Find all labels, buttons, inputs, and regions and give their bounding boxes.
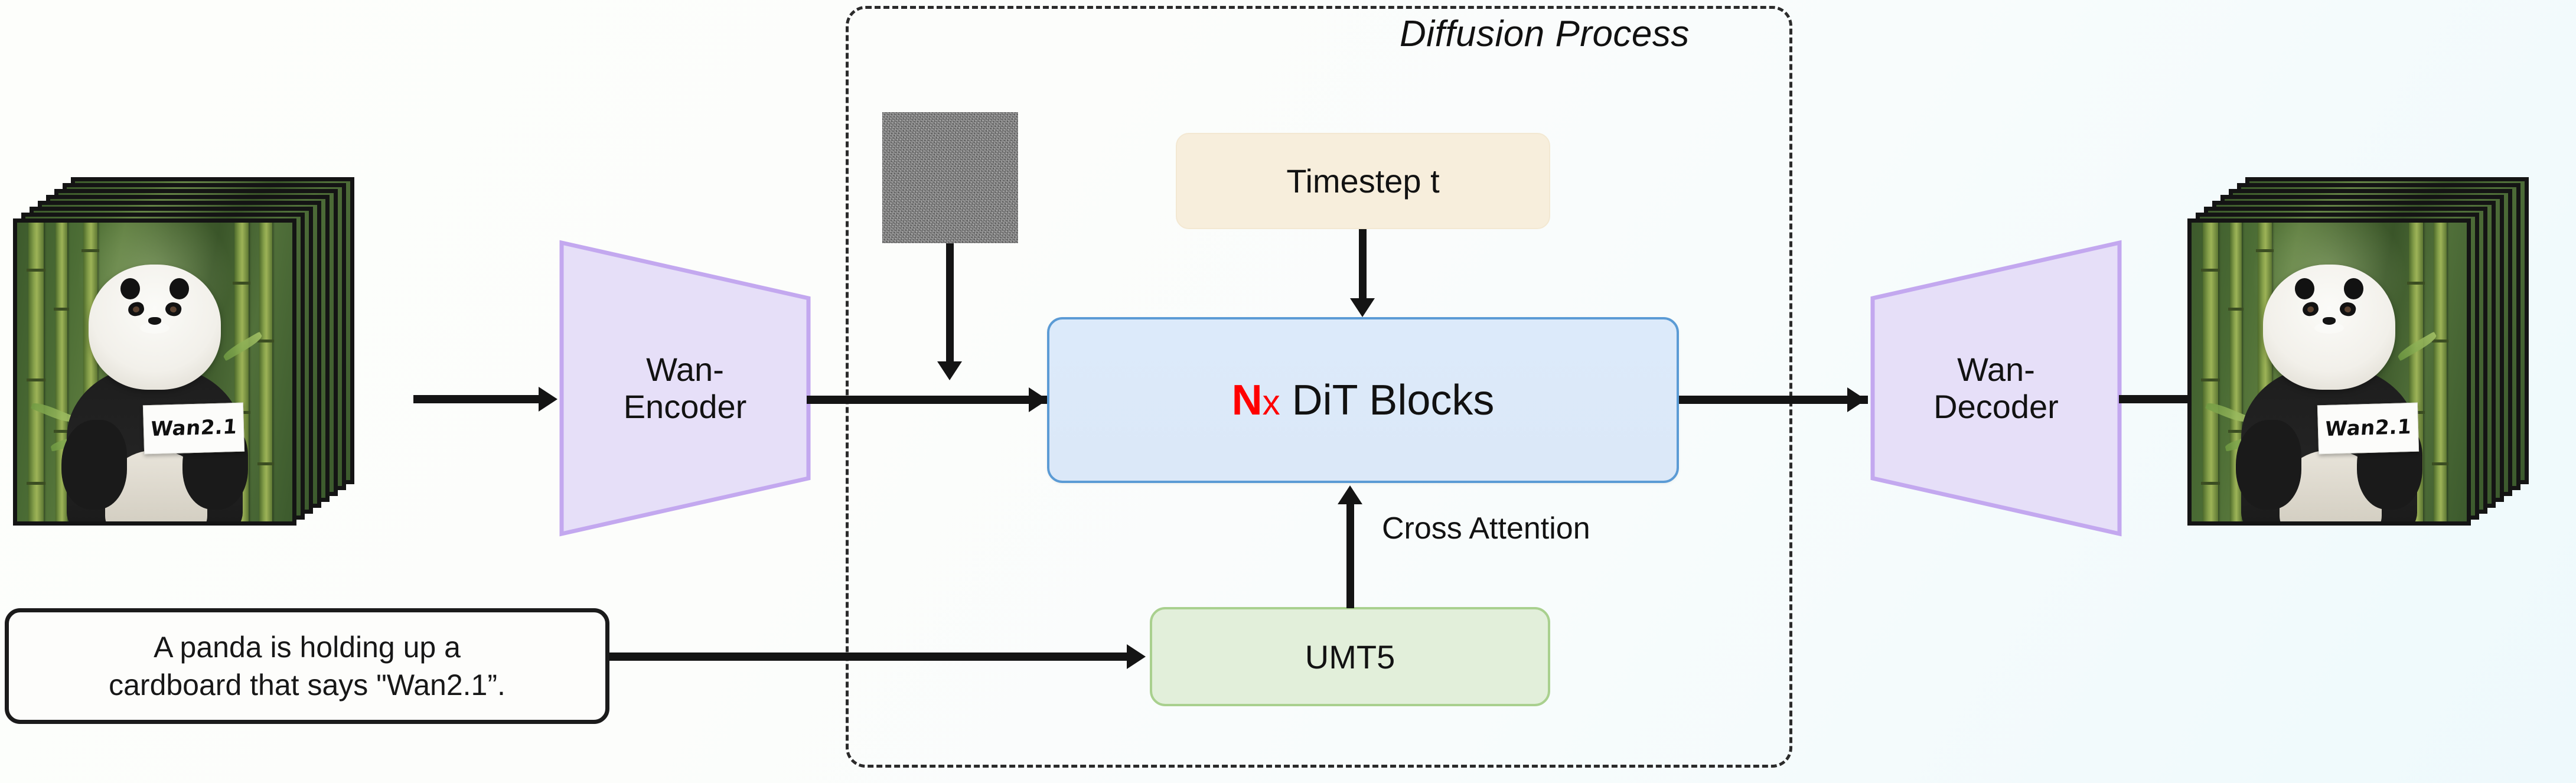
output-video-frame-stack: Wan2.1 bbox=[2185, 177, 2551, 567]
frame-front: Wan2.1 bbox=[2187, 218, 2471, 526]
timestep-block[interactable]: Timestep t bbox=[1176, 133, 1550, 229]
cross-attention-label: Cross Attention bbox=[1382, 511, 1590, 546]
panda-illustration: Wan2.1 bbox=[2192, 223, 2467, 521]
text-prompt-box[interactable]: A panda is holding up a cardboard that s… bbox=[5, 608, 609, 724]
panda-sign-card: Wan2.1 bbox=[2317, 402, 2420, 454]
umt5-label: UMT5 bbox=[1305, 638, 1395, 676]
frame-front: Wan2.1 bbox=[13, 218, 296, 526]
wan-encoder-label-line2: Encoder bbox=[623, 387, 747, 425]
text-prompt-content: A panda is holding up a cardboard that s… bbox=[109, 628, 506, 704]
text-prompt-line2: cardboard that says "Wan2.1”. bbox=[109, 668, 506, 702]
decoder-shape bbox=[1870, 240, 2122, 537]
dit-blocks-text: DiT Blocks bbox=[1292, 376, 1495, 424]
timestep-label: Timestep t bbox=[1286, 162, 1440, 200]
dit-block-count: N bbox=[1231, 376, 1263, 424]
umt5-text-encoder-block[interactable]: UMT5 bbox=[1150, 607, 1550, 706]
dit-blocks-block[interactable]: Nx DiT Blocks bbox=[1047, 317, 1679, 483]
panda-sign-text: Wan2.1 bbox=[149, 415, 239, 442]
dit-block-multiplier: x bbox=[1262, 382, 1280, 422]
input-video-frame-stack: Wan2.1 bbox=[11, 177, 377, 567]
panda-illustration: Wan2.1 bbox=[17, 223, 292, 521]
gaussian-noise-latent bbox=[882, 112, 1018, 243]
wan-decoder-label: Wan- Decoder bbox=[1933, 351, 2059, 425]
wan-decoder-block[interactable]: Wan- Decoder bbox=[1869, 239, 2123, 537]
encoder-shape bbox=[559, 240, 811, 537]
wan-encoder-block[interactable]: Wan- Encoder bbox=[558, 239, 812, 537]
wan-encoder-label: Wan- Encoder bbox=[624, 351, 747, 425]
diffusion-process-title: Diffusion Process bbox=[1400, 14, 1690, 54]
diffusion-process-group bbox=[846, 6, 1792, 768]
wan-decoder-label-line1: Wan- bbox=[1957, 350, 2035, 388]
dit-blocks-label: Nx DiT Blocks bbox=[1232, 376, 1495, 425]
wan-encoder-label-line1: Wan- bbox=[646, 350, 724, 388]
text-prompt-line1: A panda is holding up a bbox=[154, 631, 461, 664]
wan-decoder-label-line2: Decoder bbox=[1933, 387, 2059, 425]
panda-sign-text: Wan2.1 bbox=[2324, 415, 2413, 442]
panda-sign-card: Wan2.1 bbox=[143, 402, 245, 454]
